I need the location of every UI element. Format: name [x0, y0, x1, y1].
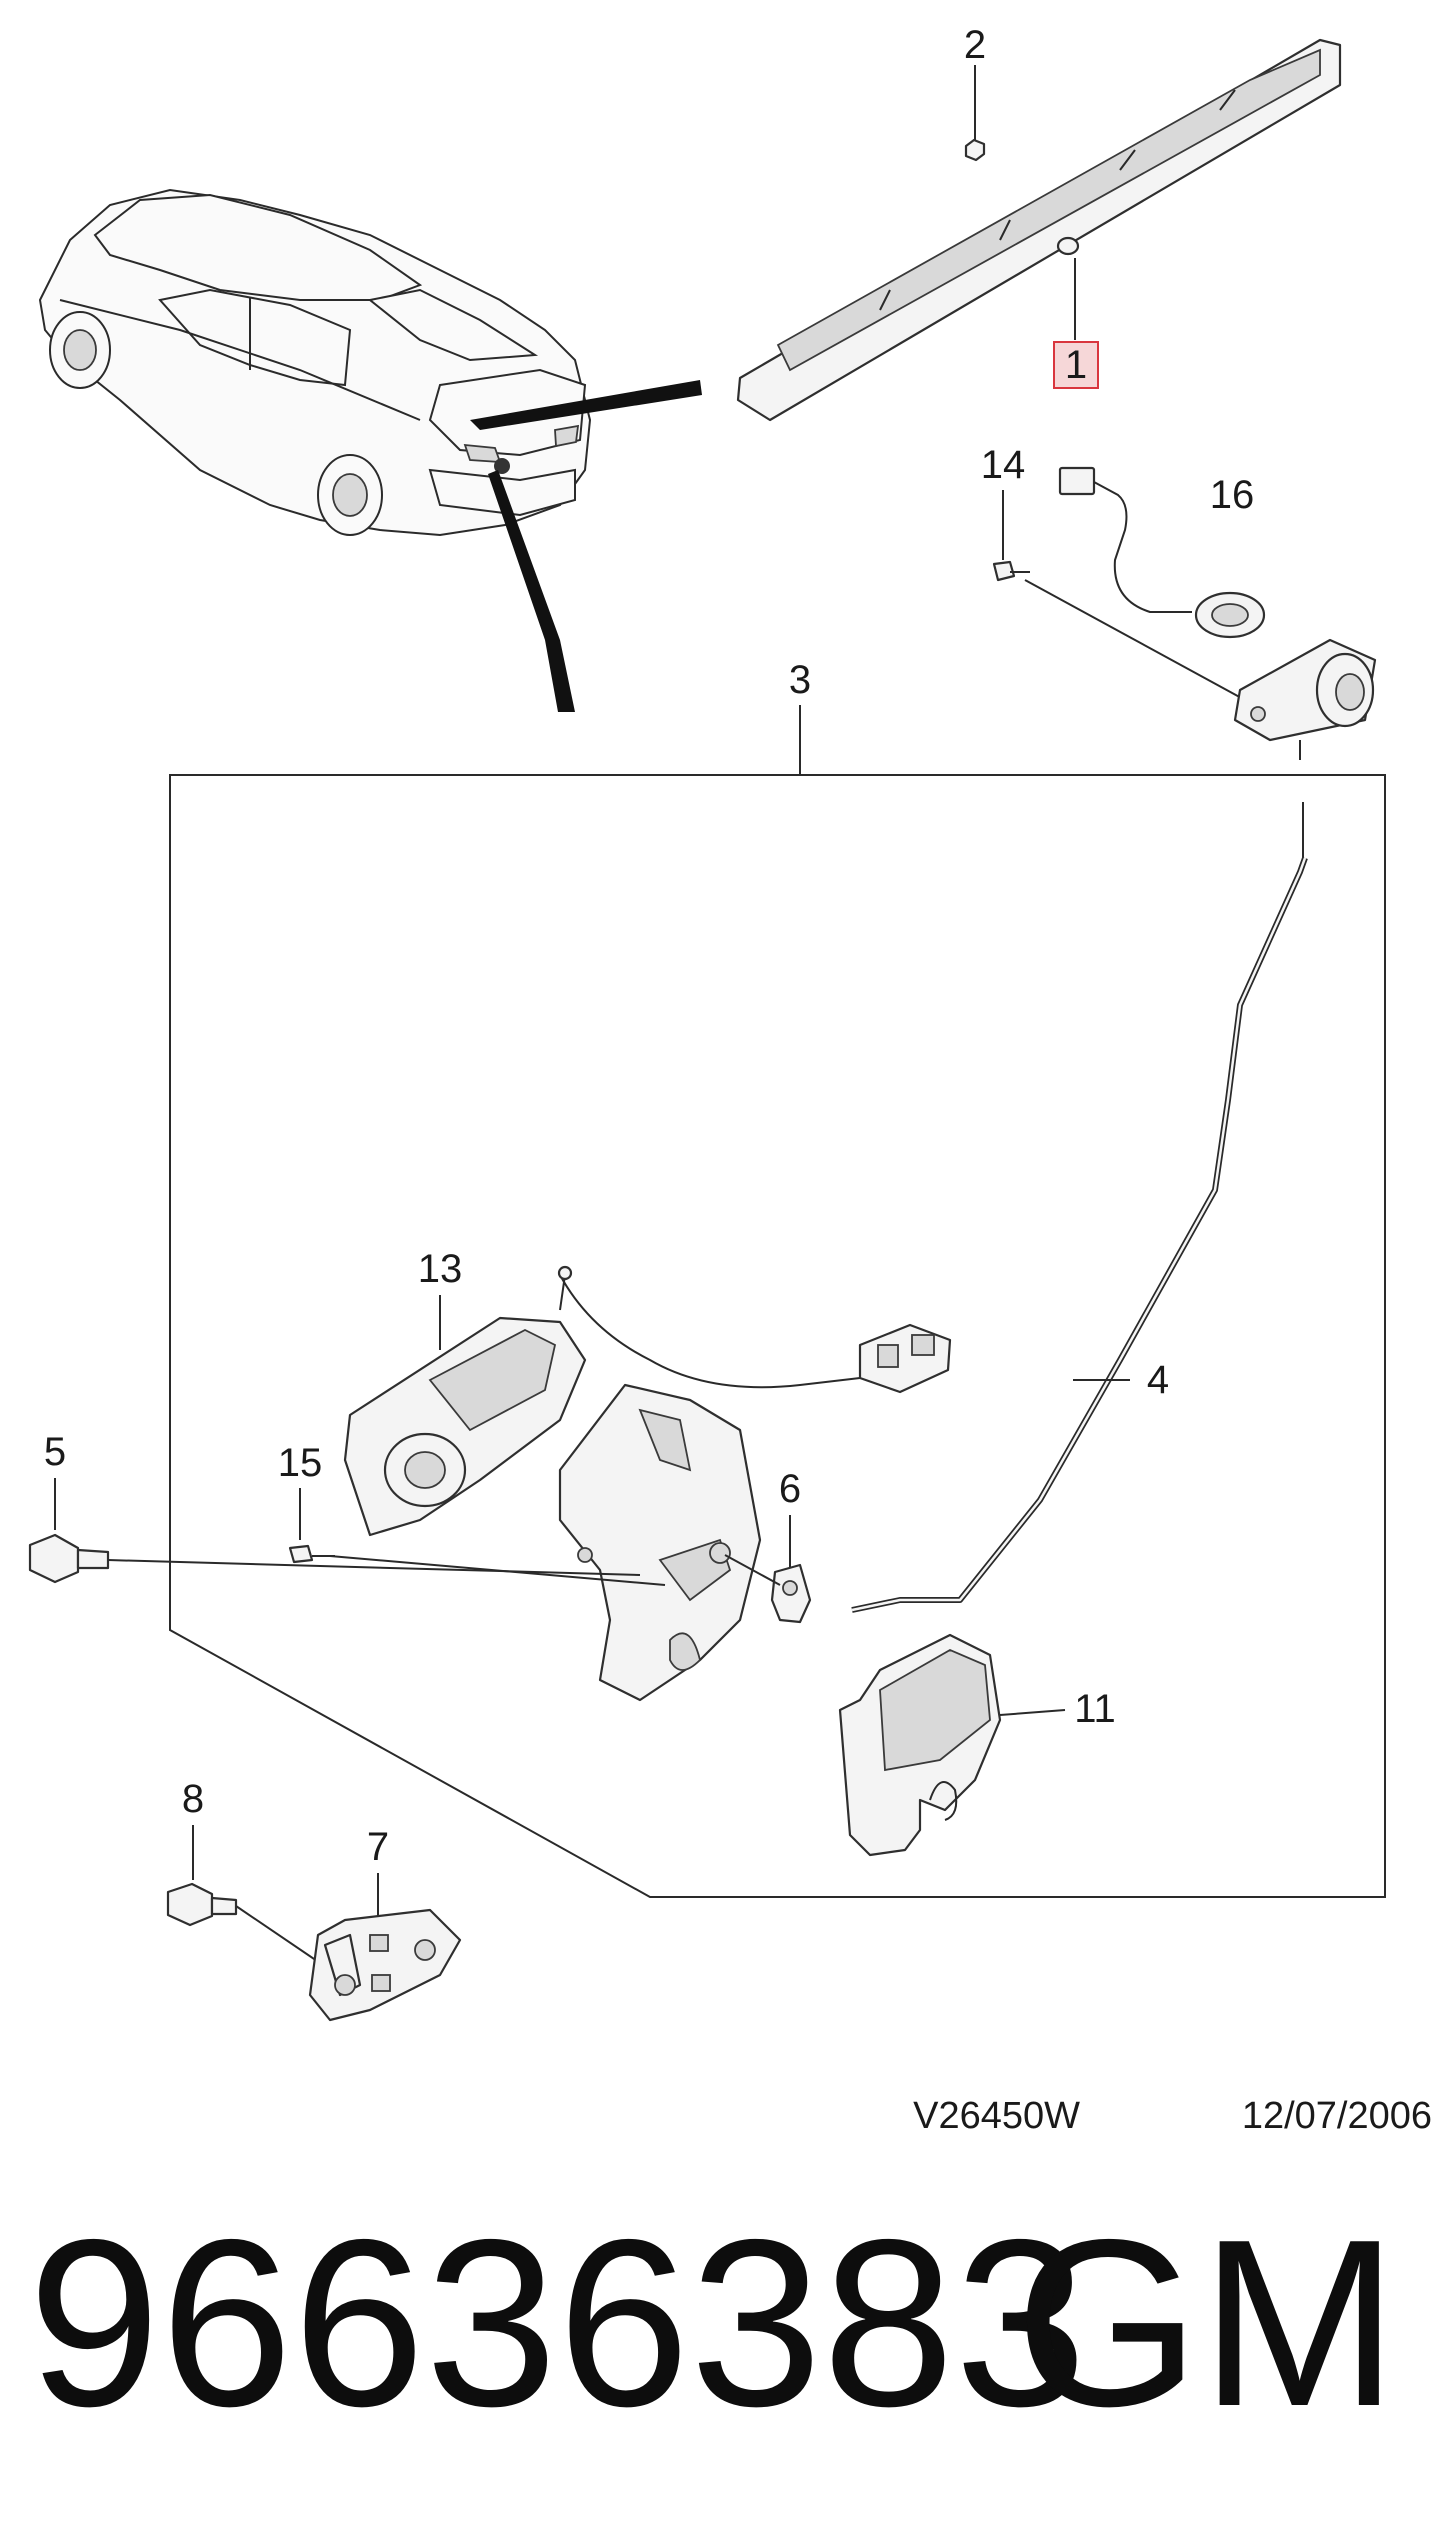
callout-13: 13 [418, 1247, 463, 1291]
assembly-line-6 [724, 1554, 781, 1586]
latch-actuator-part-13 [343, 1265, 952, 1537]
callout-4: 4 [1147, 1358, 1169, 1402]
nut-part-2 [964, 65, 986, 162]
screw-part-15 [288, 1544, 335, 1564]
trunk-lid-garnish [736, 38, 1342, 422]
latch-cover-part-11 [838, 1633, 1002, 1857]
striker-part-7 [308, 1908, 462, 2022]
callout-16: 16 [1210, 473, 1255, 517]
callout-14: 14 [981, 443, 1026, 487]
assembly-line-14 [1024, 579, 1246, 701]
drawing-reference-code: V26450W [913, 2095, 1080, 2137]
lock-switch-part-16 [1058, 466, 1266, 639]
rod-part-4 [851, 802, 1308, 1613]
bolt-part-5 [28, 1533, 110, 1584]
part-number: 96636383 [28, 2191, 1087, 2456]
callout-8: 8 [182, 1777, 204, 1821]
callout-11: 11 [1074, 1687, 1116, 1731]
car-illustration [38, 188, 592, 537]
callout-6: 6 [779, 1467, 801, 1511]
leader-11 [999, 1709, 1066, 1716]
callout-5: 5 [44, 1430, 66, 1474]
drawing-reference-date: 12/07/2006 [1242, 2095, 1432, 2137]
latch-bracket [558, 1383, 762, 1702]
callout-1-highlight-box [1053, 341, 1099, 389]
screw-part-14 [992, 560, 1030, 582]
callout-15: 15 [278, 1441, 323, 1485]
assembly-line-5 [107, 1559, 641, 1576]
assembly-group-outline [169, 774, 1386, 1898]
callout-1: 1 [1065, 343, 1087, 387]
bolt-part-8 [166, 1882, 238, 1927]
callout-7: 7 [367, 1825, 389, 1869]
clip-part-6 [770, 1563, 812, 1624]
car-callout-wedges [470, 380, 702, 712]
callout-2: 2 [964, 23, 986, 67]
brand-name: GM [1015, 2191, 1398, 2456]
callout-3: 3 [789, 658, 811, 702]
lock-cylinder [1233, 638, 1377, 742]
